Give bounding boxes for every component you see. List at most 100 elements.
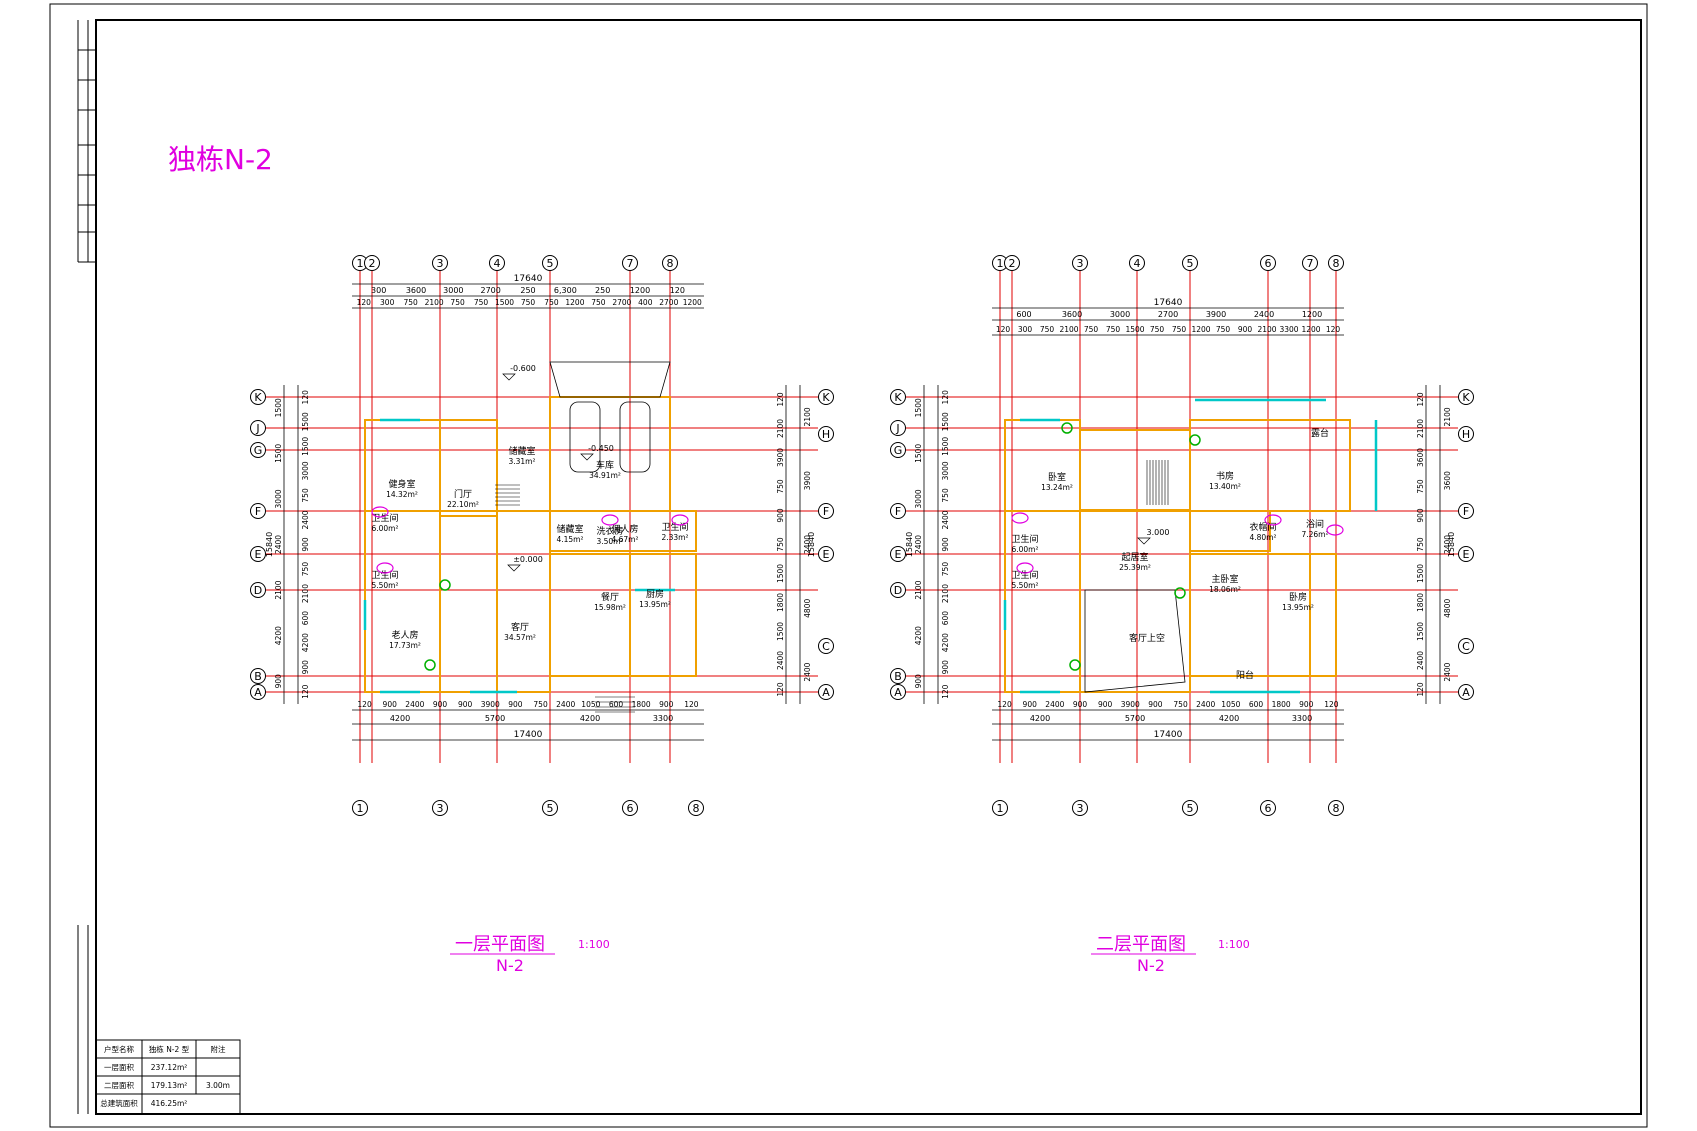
plan2-right-total: 15840 bbox=[1447, 532, 1456, 557]
plan2-wall-7 bbox=[1189, 510, 1271, 552]
plan2-room-name-10: 客厅上空 bbox=[1129, 632, 1165, 644]
plan2-left-dim2-5: 4200 bbox=[914, 626, 923, 645]
plan2-fixture-2 bbox=[1326, 524, 1344, 536]
plan2-left-axis-B-label: B bbox=[894, 670, 902, 683]
plan1-bottom-axis-5-circle bbox=[542, 800, 558, 816]
plan2-right-axis-C-circle bbox=[1458, 638, 1474, 654]
plan1-left-axis-G-label: G bbox=[254, 444, 263, 457]
plan1-right-axis-K-circle bbox=[818, 389, 834, 405]
plan1-bottom-axis-1-circle bbox=[352, 800, 368, 816]
plan2-bottom-axis-1-label: 1 bbox=[997, 802, 1004, 815]
plan2-bottom-row1-11: 1800 bbox=[1272, 700, 1291, 709]
plan2-room-area-0: 13.24m² bbox=[1041, 483, 1073, 492]
plan1-room-name-10: 佣人房 bbox=[611, 523, 638, 535]
plan1-bottom-row2-3: 3300 bbox=[653, 714, 673, 723]
title-block-cell-3-1: 416.25m² bbox=[151, 1099, 188, 1108]
plan1-top-axis-2-circle bbox=[364, 255, 380, 271]
inner-frame bbox=[95, 19, 1642, 1115]
plan1-bottom-row1-11: 1800 bbox=[632, 700, 651, 709]
plan2-room-area-3: 6.00m² bbox=[1011, 545, 1038, 554]
title-block-cell-2-2: 3.00m bbox=[206, 1081, 230, 1090]
plan2-right-dim-1: 2100 bbox=[1416, 419, 1425, 438]
plan2-left-axis-E-label: E bbox=[895, 548, 902, 561]
plan2-level-0: 3.000 bbox=[1147, 528, 1170, 537]
plan1-room-area-0: 14.32m² bbox=[386, 490, 418, 499]
plan1-room-name-9: 洗衣房 bbox=[596, 525, 623, 537]
plan2-right-dim2-0: 2100 bbox=[1443, 407, 1452, 426]
plan2-left-axis-D-label: D bbox=[894, 584, 902, 597]
plan1-left-axis-E-label: E bbox=[255, 548, 262, 561]
plan2-bottom-row1-3: 900 bbox=[1073, 700, 1088, 709]
plan1-bottom-row1-9: 1050 bbox=[581, 700, 600, 709]
plan1-left-axis-A-circle bbox=[250, 684, 266, 700]
plan2-top-row2-3: 2100 bbox=[1059, 325, 1078, 334]
plan1-level-2: ±0.000 bbox=[513, 555, 543, 564]
plan1-top-row2-11: 2700 bbox=[612, 298, 631, 307]
plan2-plant-3 bbox=[1069, 659, 1081, 671]
plan2-right-dim-3: 750 bbox=[1416, 479, 1425, 494]
plan2-plant-2 bbox=[1174, 587, 1186, 599]
plan2-left-axis-K-circle bbox=[890, 389, 906, 405]
plan2-left-dim-0: 120 bbox=[941, 390, 950, 405]
plan2-right-dim-2: 3600 bbox=[1416, 448, 1425, 467]
plan1-top-row1-6: 250 bbox=[595, 286, 610, 295]
plan2-left-dim2-6: 900 bbox=[914, 674, 923, 689]
car-right bbox=[619, 401, 651, 473]
plan1-top-axis-5-label: 5 bbox=[547, 257, 554, 270]
plan1-top-row2-3: 2100 bbox=[425, 298, 444, 307]
plan1-bottom-total: 17400 bbox=[514, 730, 543, 740]
plan1-top-row1-4: 250 bbox=[520, 286, 535, 295]
plan1-level-1: -0.450 bbox=[588, 444, 614, 453]
plan1-left-dim-10: 4200 bbox=[301, 633, 310, 652]
plan2-left-dim-9: 600 bbox=[941, 611, 950, 626]
plan2-right-dim-7: 1800 bbox=[1416, 593, 1425, 612]
plan1-fixture-3 bbox=[671, 514, 689, 526]
plan1-room-area-3: 34.91m² bbox=[589, 471, 621, 480]
plan2-top-axis-3-circle bbox=[1072, 255, 1088, 271]
plan1-right-dim-8: 1500 bbox=[776, 622, 785, 641]
plan2-room-area-4: 5.50m² bbox=[1011, 581, 1038, 590]
plan1-right-dim-6: 1500 bbox=[776, 564, 785, 583]
plan2-top-axis-6-label: 6 bbox=[1265, 257, 1272, 270]
plan2-room-name-1: 书房 bbox=[1216, 470, 1234, 482]
plan1-bottom-row1-2: 2400 bbox=[405, 700, 424, 709]
plan1-left-axis-K-label: K bbox=[254, 391, 262, 404]
plan1-room-name-7: 客厅 bbox=[511, 621, 529, 633]
plan1-left-axis-E-circle bbox=[250, 546, 266, 562]
plan1-room-area-9: 3.50m² bbox=[596, 537, 623, 546]
plan2-top-row2-12: 2100 bbox=[1257, 325, 1276, 334]
plan2-bottom-axis-8-circle bbox=[1328, 800, 1344, 816]
plan1-top-row1-2: 3000 bbox=[443, 286, 463, 295]
plan2-wall-1 bbox=[1079, 429, 1191, 511]
plan2-left-dim-7: 750 bbox=[941, 562, 950, 577]
plan1-right-axis-H-circle bbox=[818, 426, 834, 442]
plan1-bottom-row2-2: 4200 bbox=[580, 714, 600, 723]
plan1-top-axis-8-circle bbox=[662, 255, 678, 271]
title-block-cell-2-0: 二层面积 bbox=[104, 1080, 134, 1090]
plan1-bottom-axis-3-label: 3 bbox=[437, 802, 444, 815]
plan2-bottom-row2-3: 3300 bbox=[1292, 714, 1312, 723]
plan1-left-axis-G-circle bbox=[250, 442, 266, 458]
plan2-bottom-axis-3-label: 3 bbox=[1077, 802, 1084, 815]
plan2-right-axis-H-circle bbox=[1458, 426, 1474, 442]
plan1-bottom-axis-1-label: 1 bbox=[357, 802, 364, 815]
plan2-room-name-5: 起居室 bbox=[1121, 551, 1148, 563]
plan2-right-axis-A-label: A bbox=[1462, 686, 1470, 699]
void-outline bbox=[1084, 589, 1186, 693]
plan1-top-row2-8: 750 bbox=[544, 298, 559, 307]
plan2-left-dim2-2: 3000 bbox=[914, 489, 923, 508]
plan2-top-row2-10: 750 bbox=[1216, 325, 1231, 334]
plan1-left-axis-B-circle bbox=[250, 668, 266, 684]
plan1-right-axis-E-circle bbox=[818, 546, 834, 562]
plan2-right-dim2-1: 3600 bbox=[1443, 471, 1452, 490]
plan2-top-row2-0: 120 bbox=[996, 325, 1011, 334]
plan1-top-row2-9: 1200 bbox=[565, 298, 584, 307]
plan1-right-dim2-2: 2400 bbox=[803, 535, 812, 554]
plan1-fixture-2 bbox=[601, 514, 619, 526]
plan2-right-axis-A-circle bbox=[1458, 684, 1474, 700]
plan1-right-axis-A-circle bbox=[818, 684, 834, 700]
plan1-room-area-5: 5.50m² bbox=[371, 581, 398, 590]
plan1-right-dim-10: 120 bbox=[776, 682, 785, 697]
